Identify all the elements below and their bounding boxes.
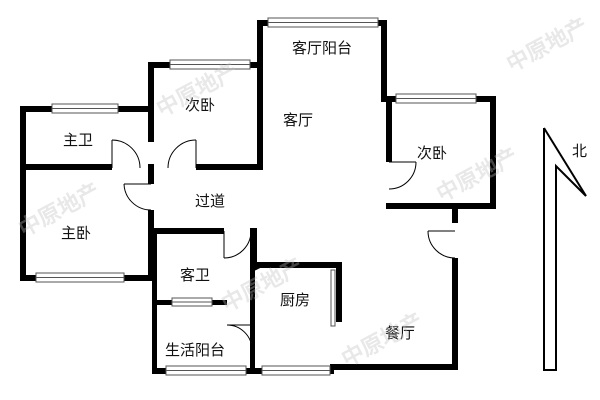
room-label-master-bedroom: 主卧 (60, 224, 92, 242)
window-kitchen (261, 365, 331, 376)
room-label-guest-bath: 客卫 (179, 266, 211, 284)
north-arrow-icon (543, 127, 587, 371)
wall (148, 164, 154, 184)
wall (196, 164, 261, 170)
wall (452, 258, 458, 370)
walls (20, 20, 496, 374)
wall (386, 203, 496, 209)
doors (111, 139, 456, 351)
wall (381, 20, 387, 102)
window-utility-balcony (165, 365, 247, 376)
wall (20, 164, 112, 170)
door-dining-right (427, 230, 456, 259)
window-bedroom-right (395, 93, 477, 104)
wall (257, 20, 263, 170)
north-label: 北 (572, 142, 588, 160)
room-label-utility-balcony: 生活阳台 (164, 341, 226, 359)
door-bedroom-left (167, 139, 197, 169)
door-kitchen (254, 261, 265, 271)
room-label-second-bedroom-right: 次卧 (416, 144, 448, 162)
door-utility-balcony (226, 324, 253, 351)
room-label-living-balcony: 客厅阳台 (291, 39, 353, 57)
room-label-dining-room: 餐厅 (384, 324, 416, 342)
wall (490, 96, 496, 209)
door-bedroom-right (388, 161, 417, 190)
room-label-kitchen: 厨房 (279, 291, 311, 309)
kitchen-sliding-door (330, 269, 336, 327)
wall (452, 209, 458, 223)
wall (386, 102, 392, 162)
wall (148, 210, 154, 281)
door-master-bath (111, 139, 141, 169)
door-master-bedroom (123, 183, 152, 211)
room-label-corridor: 过道 (194, 192, 226, 210)
room-label-living-room: 客厅 (282, 111, 314, 129)
window-bedroom-left (169, 59, 251, 70)
wall (330, 364, 458, 370)
wall (20, 106, 26, 281)
door-guest-bath (223, 230, 252, 259)
wall (148, 62, 154, 142)
wall (255, 262, 342, 268)
wall (250, 262, 255, 374)
window-master-bedroom (35, 272, 125, 283)
room-label-second-bedroom-left: 次卧 (184, 96, 216, 114)
wall (152, 228, 224, 234)
window-master-bath (51, 103, 119, 114)
windows (35, 17, 477, 376)
room-label-master-bath: 主卫 (62, 131, 94, 149)
window-living-balcony (267, 17, 379, 28)
wall (250, 228, 257, 268)
window-guest-bath (171, 297, 213, 307)
wall (336, 262, 342, 322)
